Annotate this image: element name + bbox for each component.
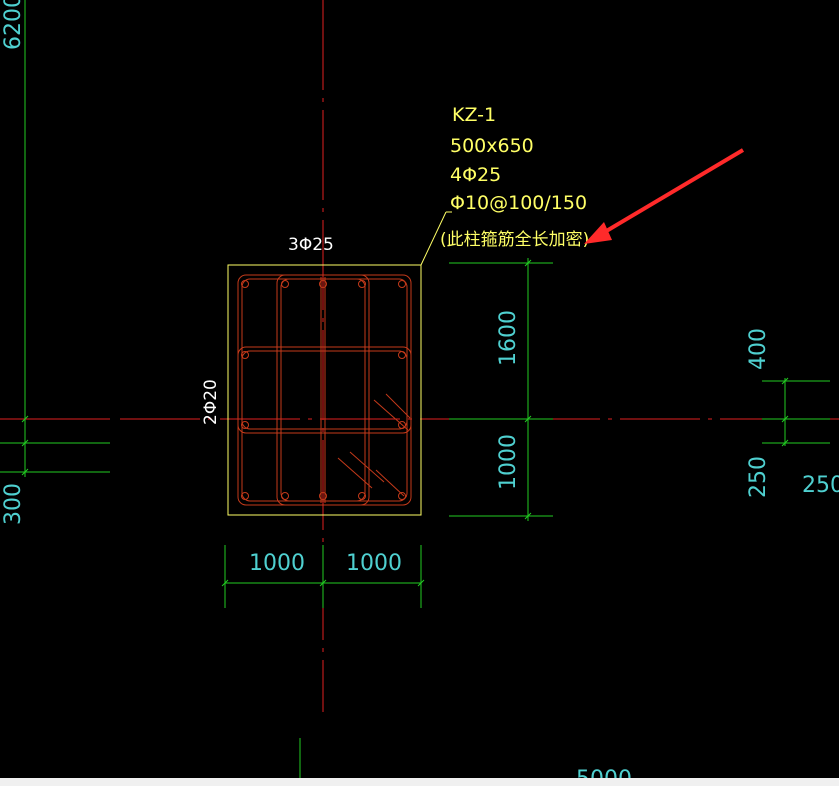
column-outline: [227, 264, 422, 516]
dim-tick: [319, 579, 327, 587]
dim-tick: [781, 377, 789, 385]
dim-tick: [21, 439, 29, 447]
dim-tick: [781, 439, 789, 447]
dim-left-lower: 300: [1, 483, 26, 525]
leader-lines: [420, 211, 452, 266]
dim-bottom-right: 1000: [346, 551, 402, 576]
dim-far-right-side: 250: [802, 473, 839, 498]
hatch-mark: [373, 399, 409, 431]
dim-tick: [524, 512, 532, 520]
dim-right-upper: 1600: [496, 310, 521, 366]
hatch-mark: [385, 393, 411, 419]
hatch-mark: [375, 469, 405, 497]
dim-tick: [21, 415, 29, 423]
arrow-head: [584, 222, 612, 244]
dim-far-right-upper: 400: [746, 328, 771, 370]
dim-tick: [781, 415, 789, 423]
rebar-dot: [241, 280, 249, 288]
rebar-dot: [358, 280, 366, 288]
rebar-dot: [281, 280, 289, 288]
dim-far-right-lower: 250: [746, 456, 771, 498]
hatch-mark: [349, 451, 385, 483]
rebar-dot: [281, 492, 289, 500]
dim-tick: [21, 468, 29, 476]
stirrup-spec: Φ10@100/150: [450, 192, 587, 214]
rebar-dot: [358, 492, 366, 500]
column-rebar: [237, 274, 412, 506]
rebar-dot: [398, 492, 406, 500]
stirrup-note: (此柱箍筋全长加密): [440, 230, 589, 250]
rebar-dot: [241, 351, 249, 359]
rebar-dot: [241, 421, 249, 429]
dim-tick: [524, 259, 532, 267]
status-strip: [0, 778, 839, 786]
top-side-bars: 3Φ25: [288, 235, 334, 255]
rebar-dot: [398, 280, 406, 288]
dim-tick: [221, 579, 229, 587]
hatch-mark: [337, 457, 373, 489]
corner-bars: 4Φ25: [450, 164, 501, 186]
dim-tick: [524, 415, 532, 423]
dim-tick: [417, 579, 425, 587]
arrow-shaft: [596, 148, 745, 238]
arrow-icon: [584, 148, 745, 244]
rebar-dot: [319, 280, 327, 288]
inner-stirrup-vertical: [276, 274, 370, 506]
rebar-dot: [398, 421, 406, 429]
dim-right-lower: 1000: [496, 434, 521, 490]
axis-lines: [0, 0, 839, 712]
column-code: KZ-1: [452, 104, 496, 126]
column-section: 500x650: [450, 135, 534, 157]
dim-bottom-left: 1000: [249, 551, 305, 576]
rebar-dot: [319, 492, 327, 500]
rebar-dot: [241, 492, 249, 500]
left-side-bars: 2Φ20: [201, 379, 221, 425]
inner-stirrup-vertical-inner: [280, 278, 366, 502]
leader-line: [420, 211, 447, 266]
dim-left-top: 6200: [1, 0, 26, 50]
rebar-dot: [398, 351, 406, 359]
dimension-lines: [0, 0, 830, 778]
